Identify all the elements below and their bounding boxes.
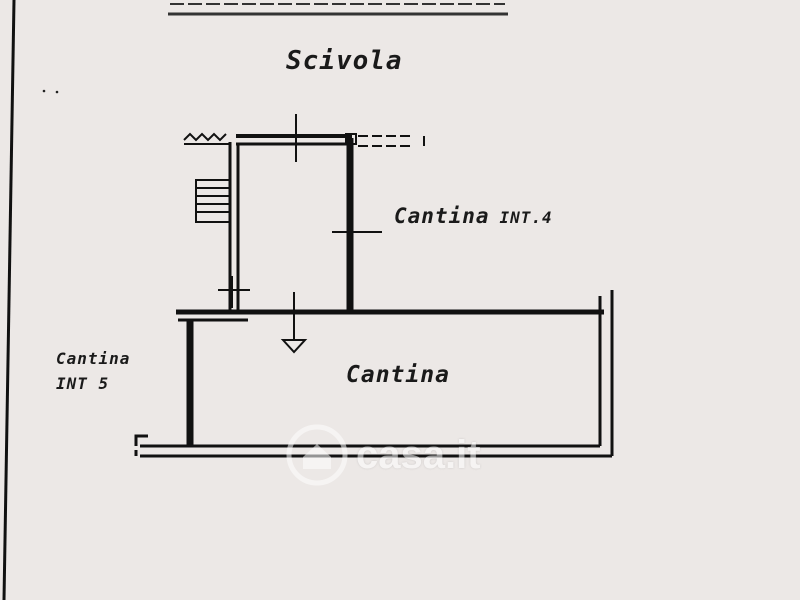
- stray-dots: [42, 89, 59, 94]
- page-edge-line: [2, 0, 16, 600]
- upper-room-walls: [228, 133, 357, 310]
- side-room-label: Cantina INT 5: [56, 346, 130, 396]
- house-logo-icon: [286, 424, 348, 486]
- side-room-number: INT 5: [56, 374, 110, 393]
- upper-room-name: Cantina: [394, 204, 490, 228]
- lower-room-walls: [134, 290, 614, 458]
- upper-room-label: Cantina INT.4: [394, 204, 553, 228]
- stair-symbol: [195, 179, 231, 223]
- wall-hatching: [183, 132, 425, 147]
- dimension-ticks: [218, 114, 382, 308]
- side-room-name: Cantina: [56, 349, 131, 368]
- lower-room-label: Cantina: [346, 362, 450, 388]
- entry-arrow: [280, 292, 308, 354]
- watermark-text: casa.it: [356, 432, 481, 477]
- watermark: casa.it: [286, 424, 481, 486]
- header-rules: [168, 3, 508, 16]
- upper-room-number: INT.4: [499, 208, 553, 227]
- ramp-label: Scivola: [286, 46, 403, 76]
